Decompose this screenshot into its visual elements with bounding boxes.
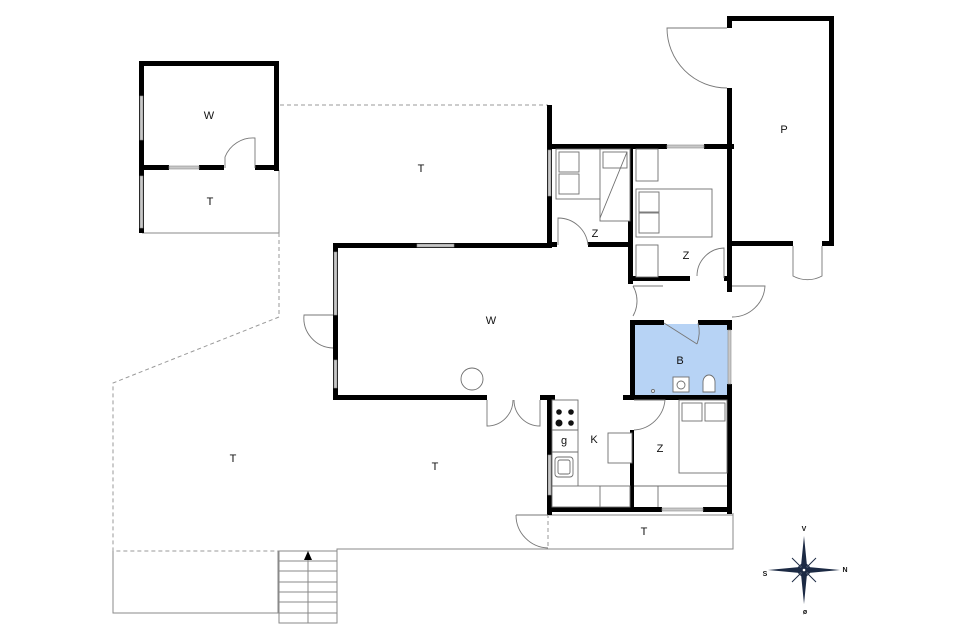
room-label-kitchen: K (590, 434, 598, 446)
room-label-east-terrace: T (641, 526, 648, 538)
doors (224, 27, 823, 549)
room-label-bunk-bedroom: Z (592, 228, 599, 240)
compass-label-n: N (842, 567, 847, 574)
stair-arrow-icon (304, 551, 312, 560)
room-labels: W T T Z Z P W B K g Z T T T (204, 110, 788, 538)
room-label-double-bedroom-south: Z (657, 443, 664, 455)
furniture (460, 148, 728, 508)
walls (139, 16, 834, 515)
room-label-north-terrace: T (418, 163, 425, 175)
room-label-west-terrace: T (230, 453, 237, 465)
room-label-annex-living: W (204, 110, 215, 122)
compass-rose-icon: V N S ø (763, 526, 848, 616)
room-label-annex-terrace: T (207, 196, 214, 208)
compass-label-s: S (763, 571, 768, 578)
room-label-bathroom: B (676, 355, 683, 367)
compass-label-o: ø (803, 609, 808, 616)
terrace-outlines (112, 104, 734, 614)
room-label-carport: P (780, 124, 787, 136)
room-label-double-bedroom-north: Z (683, 250, 690, 262)
compass-label-v: V (802, 526, 807, 533)
room-label-gas: g (561, 435, 567, 447)
windows (139, 95, 732, 512)
room-label-living-room: W (486, 315, 497, 327)
room-label-south-terrace: T (432, 461, 439, 473)
stairs (278, 550, 338, 624)
